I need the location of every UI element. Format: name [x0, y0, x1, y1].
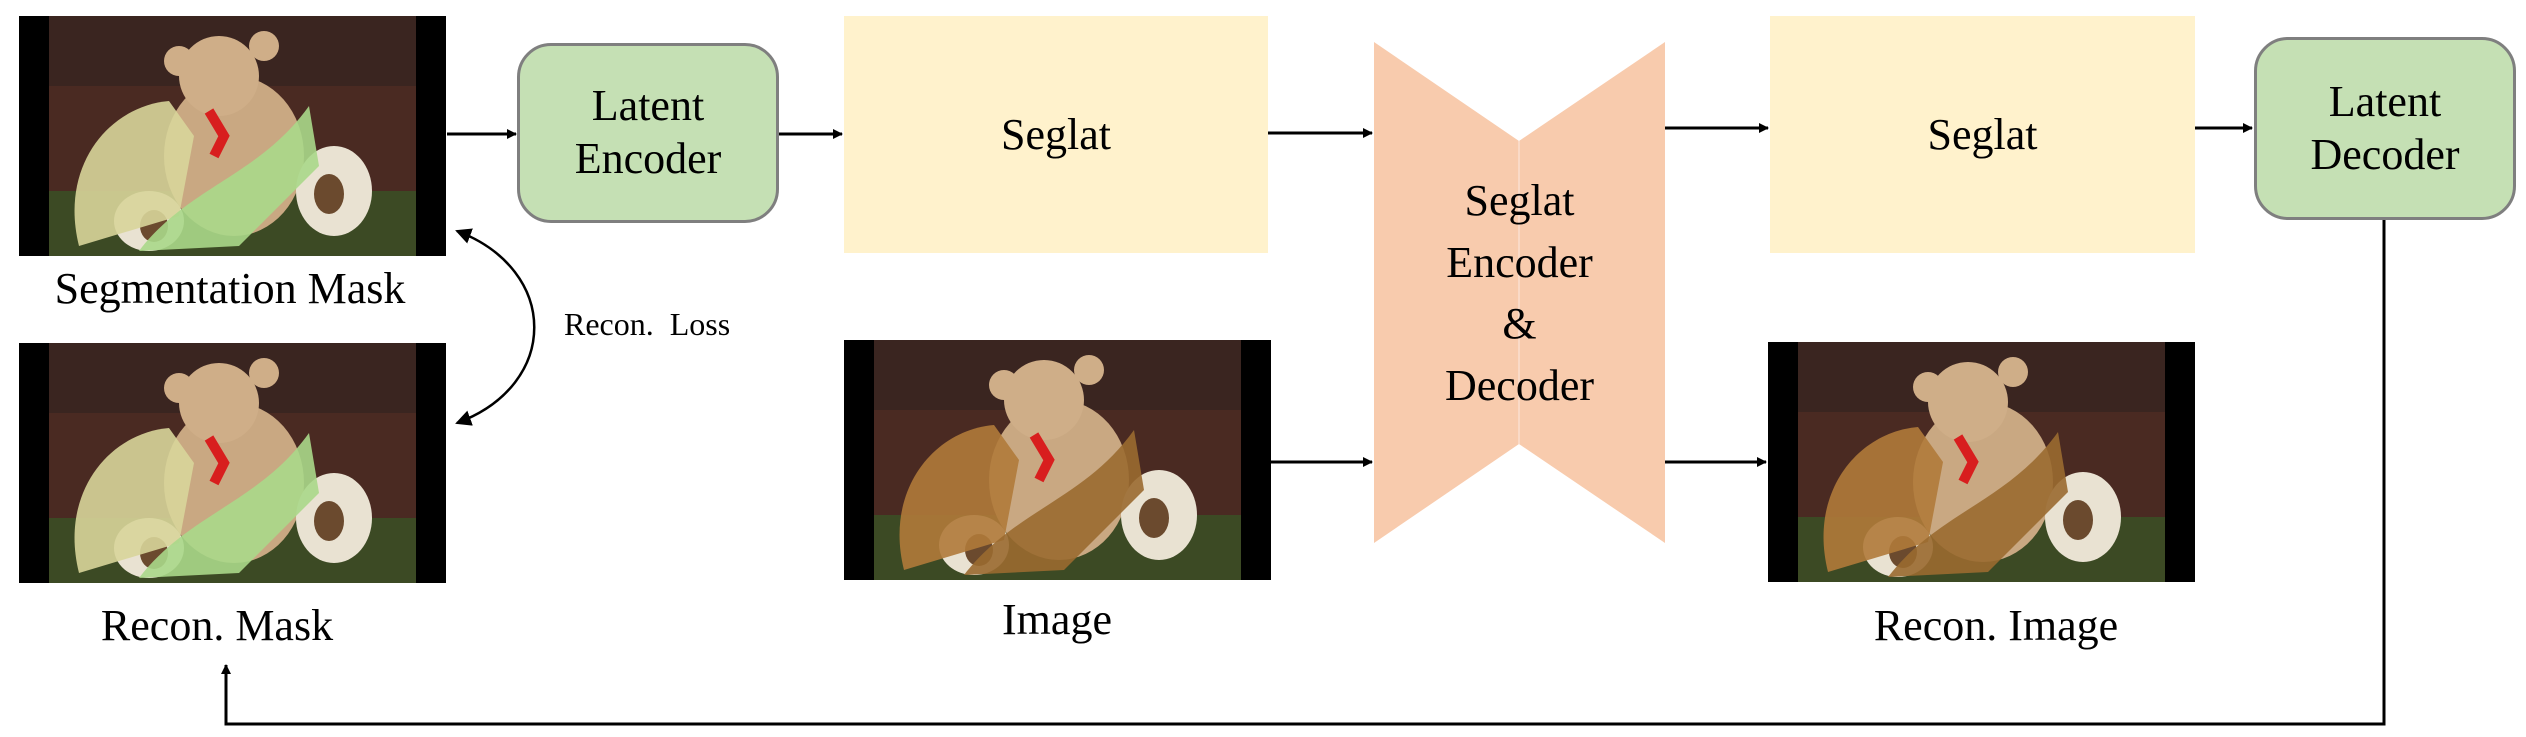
seglat-block-top: Seglat	[844, 16, 1268, 253]
codec-line4: Decoder	[1444, 360, 1594, 410]
recon-mask-label: Recon. Mask	[100, 601, 334, 650]
segmentation-mask-image	[19, 16, 446, 256]
seglat-block-output: Seglat	[1770, 16, 2195, 253]
image-label: Image	[1002, 595, 1112, 644]
seglat-output-label: Seglat	[1927, 110, 2038, 159]
codec-line3: &	[1502, 299, 1537, 349]
recon-mask-image	[19, 343, 446, 583]
seglat-top-label: Seglat	[1001, 110, 1111, 159]
recon-loss-label: Recon. Loss	[564, 306, 731, 342]
codec-line1: Seglat	[1464, 176, 1575, 225]
latent-decoder-line2: Decoder	[2310, 129, 2460, 179]
input-image	[844, 340, 1271, 580]
latent-encoder-line2: Encoder	[574, 134, 722, 183]
recon-image	[1768, 342, 2195, 582]
segmentation-mask-label: Segmentation Mask	[54, 264, 406, 313]
seglat-codec-label: Seglat Encoder & Decoder	[1374, 170, 1665, 416]
latent-decoder-line1: Latent	[2328, 76, 2442, 126]
latent-encoder-line1: Latent	[591, 81, 705, 131]
codec-line2: Encoder	[1446, 237, 1593, 287]
recon-image-label: Recon. Image	[1873, 601, 2119, 650]
flow-arrows	[221, 123, 2386, 726]
